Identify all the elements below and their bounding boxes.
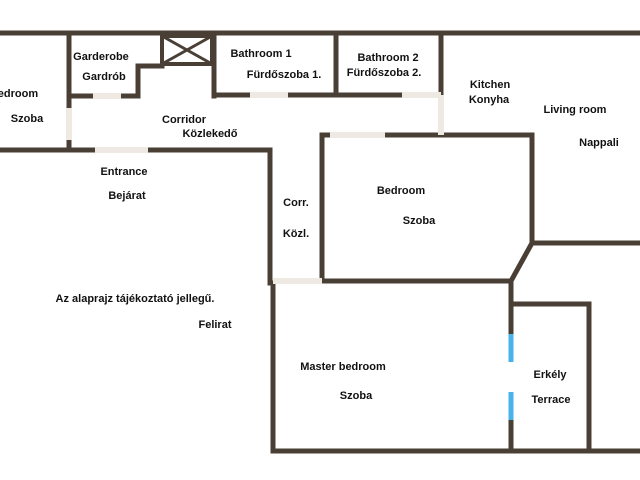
entrance-label-hu: Bejárat: [108, 190, 146, 202]
wardrobe-label-en: Garderobe: [73, 51, 129, 63]
left-room-label-hu: Szoba: [11, 113, 44, 125]
disclaimer-text: Az alaprajz tájékoztató jellegű.: [56, 293, 215, 305]
corridor-label-en: Corridor: [162, 114, 207, 126]
doors: [66, 92, 444, 284]
bedroom-label-hu: Szoba: [403, 215, 436, 227]
living-room-label-hu: Nappali: [579, 137, 619, 149]
bathroom2-label-hu: Fürdőszoba 2.: [347, 67, 422, 79]
kitchen-label-hu: Konyha: [469, 94, 510, 106]
entrance-label-en: Entrance: [100, 166, 147, 178]
living-room-label-en: Living room: [544, 104, 607, 116]
corridor2-label-en: Corr.: [283, 197, 309, 209]
master-bedroom-label-hu: Szoba: [340, 390, 373, 402]
shaft-symbol: [160, 34, 214, 66]
bathroom1-label-en: Bathroom 1: [230, 48, 291, 60]
terrace-label-en: Terrace: [532, 394, 571, 406]
master-bedroom-label-en: Master bedroom: [300, 361, 386, 373]
shaft-cross-b: [161, 34, 213, 66]
bathroom1-label-hu: Fürdőszoba 1.: [247, 69, 322, 81]
corridor2-label-hu: Közl.: [283, 228, 309, 240]
plan-notes: Az alaprajz tájékoztató jellegű. Felirat: [56, 293, 232, 331]
angled-wall: [507, 239, 536, 285]
kitchen-label-en: Kitchen: [470, 79, 511, 91]
left-room-label-en: Bedroom: [0, 88, 38, 100]
corridor-label-hu: Közlekedő: [182, 128, 237, 140]
terrace-label-hu: Erkély: [533, 369, 567, 381]
room-labels: Bedroom Szoba Garderobe Gardrób Bathroom…: [0, 48, 619, 406]
wardrobe-label-hu: Gardrób: [82, 71, 126, 83]
shaft-box: [160, 34, 214, 66]
caption-text: Felirat: [198, 319, 231, 331]
bathroom2-label-en: Bathroom 2: [357, 52, 418, 64]
bedroom-label-en: Bedroom: [377, 185, 426, 197]
